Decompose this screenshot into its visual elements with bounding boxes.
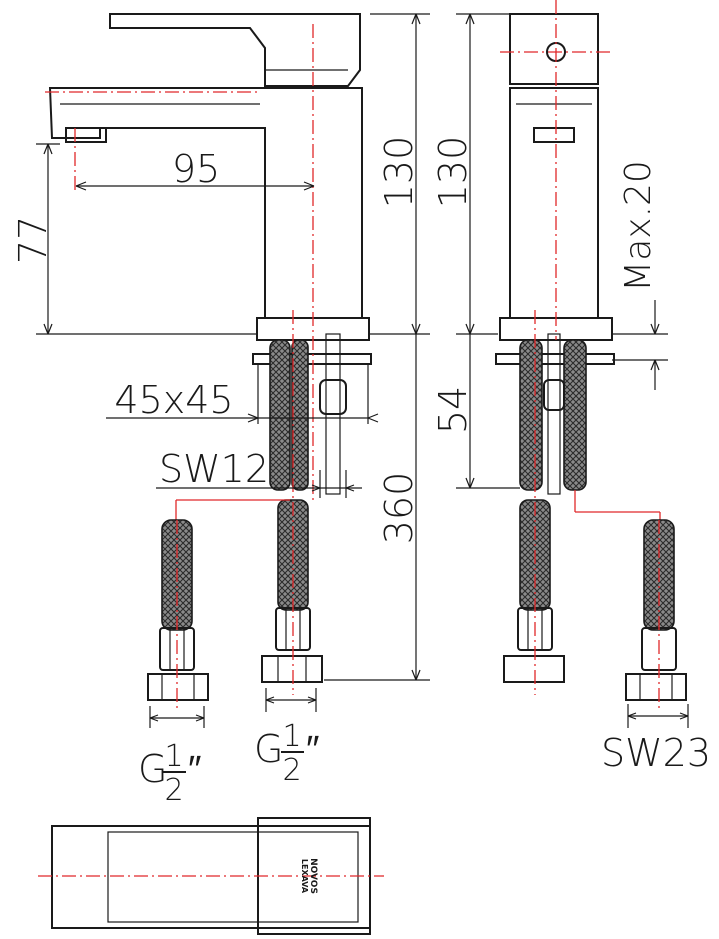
thread-right-denominator: 2 — [282, 753, 301, 788]
dim-hose-wrench: SW23 — [601, 731, 711, 775]
top-view: LEXAVA NOVOS — [38, 817, 384, 935]
thread-label-right: G 1 2 ″ — [254, 719, 319, 788]
dim-nut-wrench: SW12 — [159, 447, 269, 491]
dim-total-height-front: 130 — [377, 136, 421, 209]
thread-left-numerator: 1 — [164, 739, 183, 774]
brand-logo-line2: NOVOS — [308, 858, 318, 894]
dim-spout-height: 77 — [11, 216, 55, 264]
thread-right-numerator: 1 — [282, 719, 301, 754]
dim-spout-reach: 95 — [172, 147, 220, 191]
thread-left-suffix: ″ — [188, 747, 201, 791]
dim-body-size: 45x45 — [114, 378, 233, 422]
dim-total-height-side: 130 — [431, 136, 475, 209]
thread-left-prefix: G — [138, 747, 167, 791]
dim-hose-length: 360 — [377, 472, 421, 545]
front-view — [45, 13, 372, 695]
thread-right-suffix: ″ — [306, 727, 319, 771]
brand-logo-line1: LEXAVA — [300, 859, 309, 894]
side-view — [495, 0, 661, 695]
thread-label-left: G 1 2 ″ — [138, 739, 201, 808]
dim-shank-length: 54 — [431, 386, 475, 434]
loose-hose-right — [625, 519, 687, 712]
dim-max-thickness: Max.20 — [618, 160, 659, 292]
thread-left-denominator: 2 — [164, 773, 183, 808]
dimension-lines — [36, 13, 689, 728]
loose-hose-left — [147, 519, 209, 712]
thread-right-prefix: G — [254, 727, 283, 771]
